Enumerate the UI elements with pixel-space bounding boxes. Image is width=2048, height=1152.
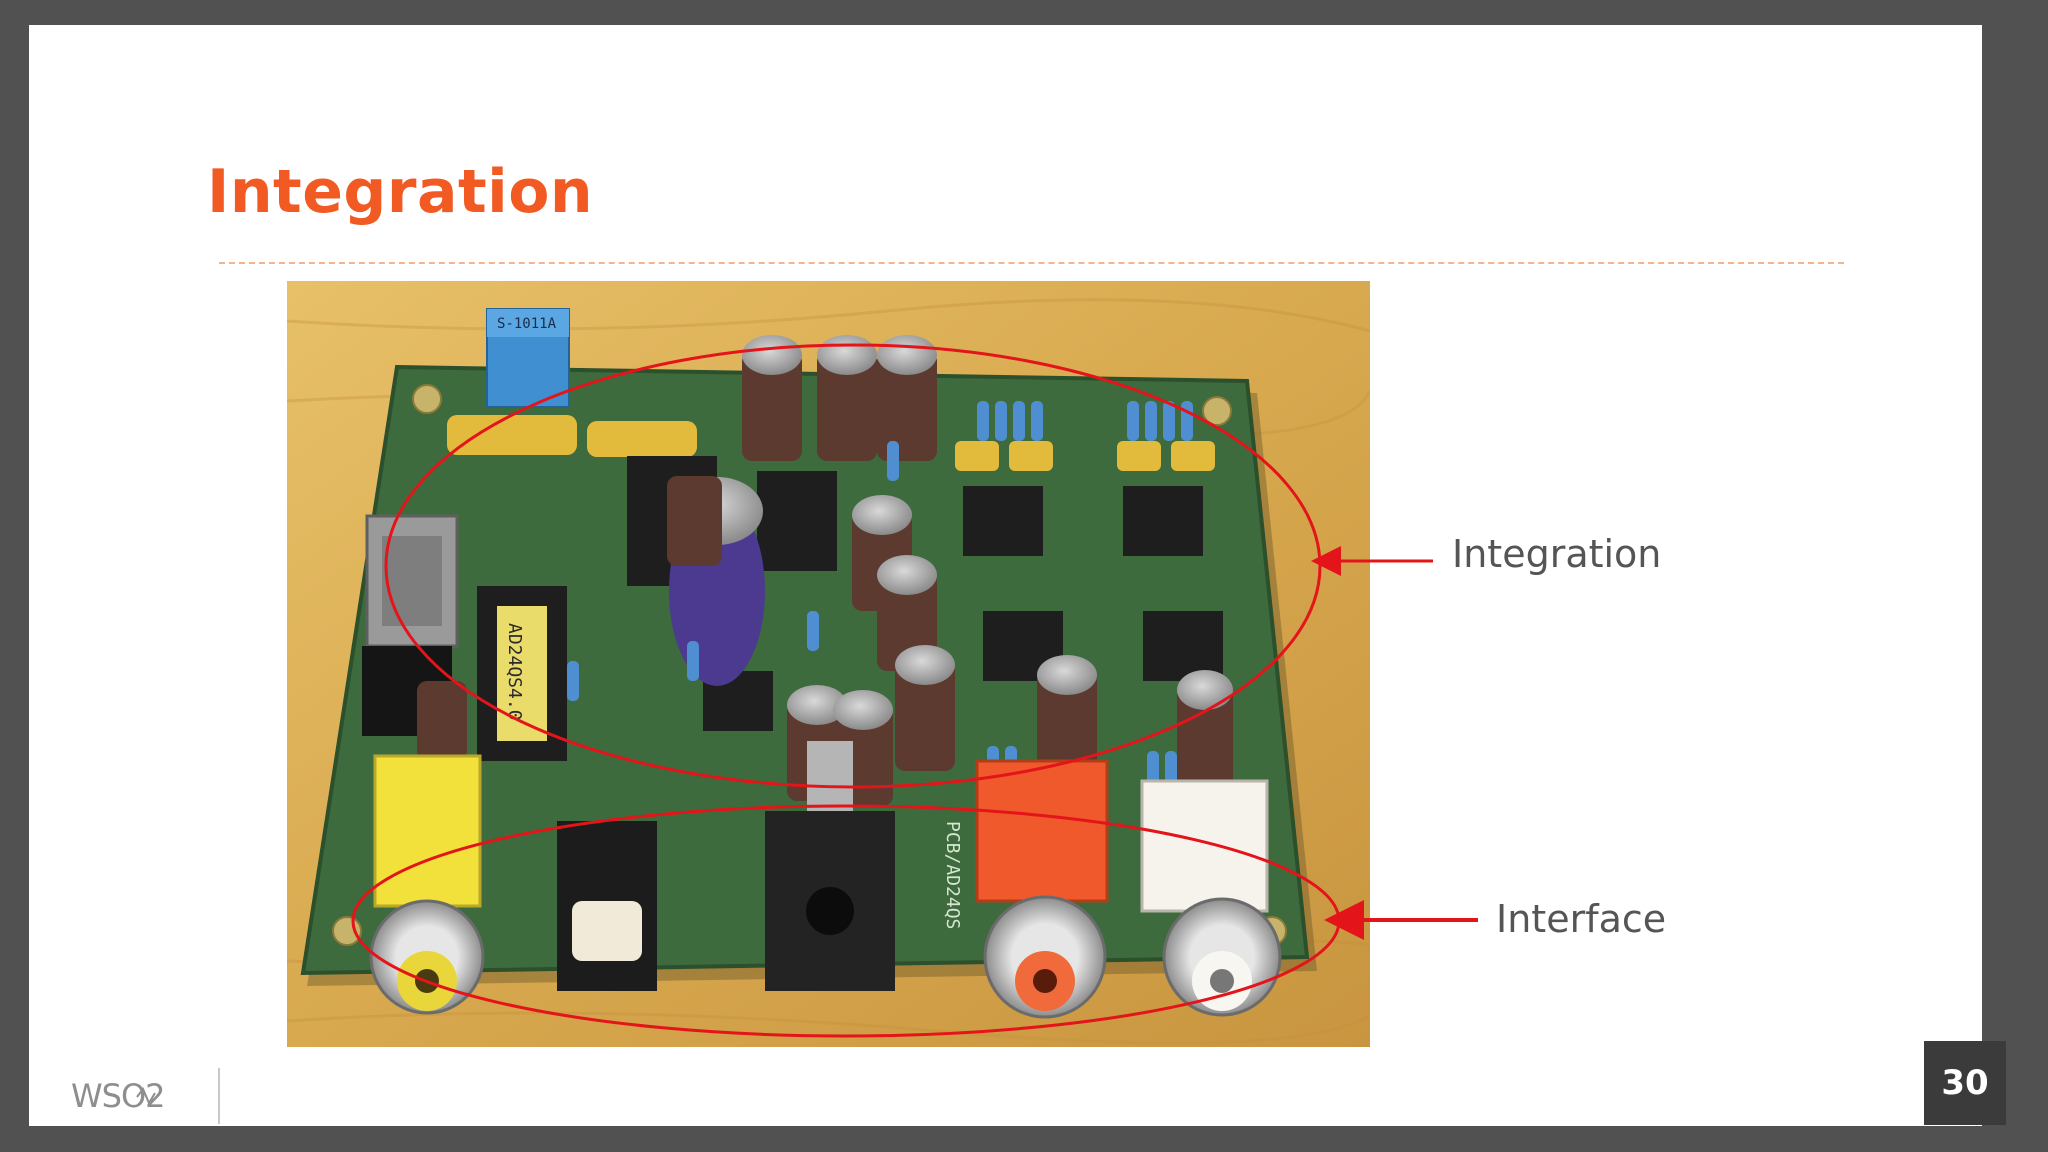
integration-callout-label: Integration xyxy=(1452,532,1662,576)
title-divider xyxy=(219,262,1844,264)
cap-label-text: S-1011A xyxy=(497,316,557,332)
slide-title: Integration xyxy=(207,157,594,227)
page-number-badge: 30 xyxy=(1924,1041,2006,1125)
slide: Integration xyxy=(29,25,1982,1126)
wso2-logo-text: WSO2 xyxy=(71,1077,165,1115)
chip-label-text: AD24QS4.0 xyxy=(504,623,525,721)
interface-callout-label: Interface xyxy=(1496,897,1667,941)
board-print-text: PCB/AD24QS xyxy=(942,821,963,929)
pcb-photo: S-1011A AD24QS4.0 xyxy=(287,281,1370,1047)
wso2-logo: WSO2 xyxy=(71,1073,211,1123)
footer-separator xyxy=(218,1068,220,1124)
